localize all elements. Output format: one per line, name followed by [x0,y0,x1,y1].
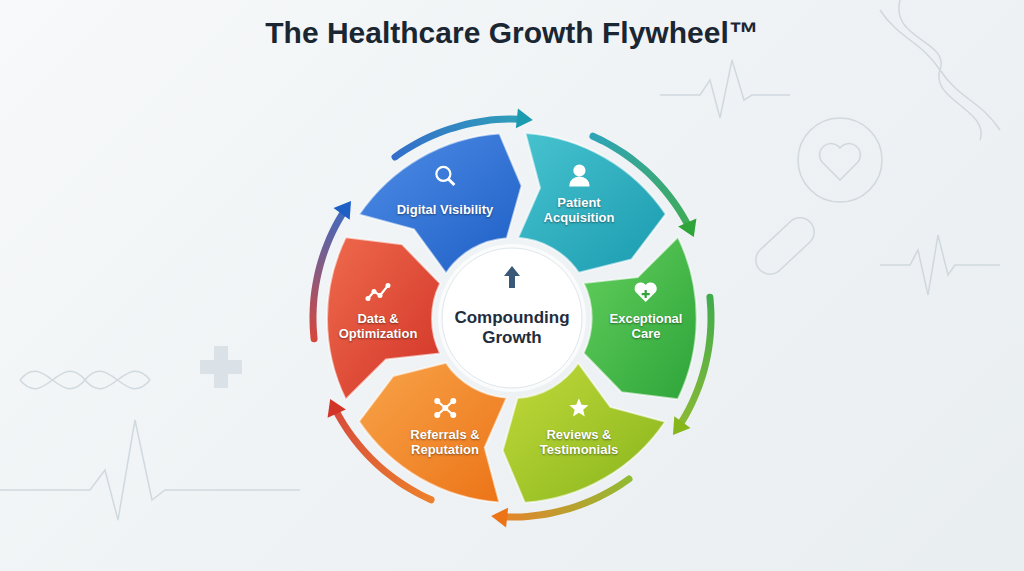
segment-label: Digital Visibility [393,202,497,217]
hub-circle [442,248,582,388]
medical-cross [200,346,242,388]
dna-strand [20,371,150,388]
star-icon [569,398,588,416]
dna-strand [899,0,981,140]
segment-label: Patient Acquisition [527,195,631,225]
segment-label: Referrals & Reputation [393,427,497,457]
network-icon [434,398,456,418]
arrow-head [328,399,346,418]
segment-label: Data & Optimization [326,311,430,341]
arrow-head [673,416,690,435]
segment-shape [323,211,450,404]
segment-label: Reviews & Testimonials [527,427,631,457]
arrow-head [334,201,351,220]
hub-label: Compounding Growth [452,308,572,348]
chart-icon [365,282,390,300]
arrow-head [516,108,533,128]
search-icon [436,167,454,185]
arrow-head [491,508,508,528]
up-arrow [504,266,520,288]
pill-icon [756,218,814,274]
segment-label: Exceptional Care [594,311,698,341]
hub-glow [438,244,586,392]
segment-arrow [327,237,440,399]
arrow-head [678,218,696,237]
heart-icon [635,282,657,302]
ecg-line [0,420,300,520]
heart-badge [798,118,882,202]
flywheel-segment: Data & Optimization [323,211,450,404]
dna-strand [20,371,150,388]
segment-arrow [584,237,697,399]
person-icon [570,166,588,186]
ecg-line [660,60,790,118]
heart-icon [820,144,861,180]
center-hub: Compounding Growth [436,242,588,394]
ecg-line [880,235,1000,295]
diagram-title: The Healthcare Growth Flywheel™ [0,16,1024,50]
